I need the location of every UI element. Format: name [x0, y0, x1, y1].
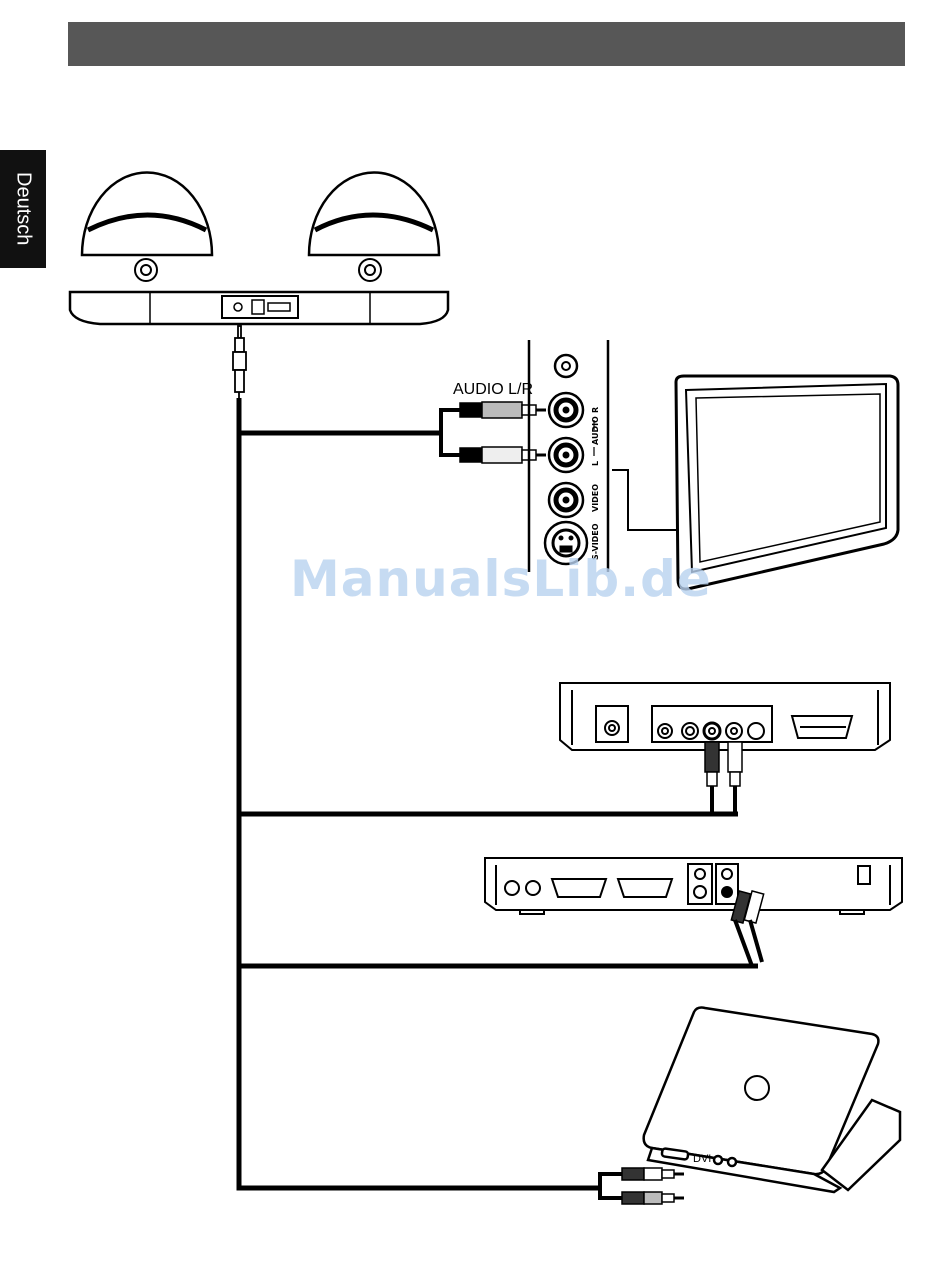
laptop [644, 1008, 900, 1193]
audio-jack-plug [233, 326, 246, 400]
audio-lr-label: AUDIO L/R [453, 381, 533, 398]
audio-label: AUDIO [591, 416, 600, 445]
receiver-rca-plugs [705, 742, 742, 812]
dvd-recorder [485, 858, 902, 914]
video-label: VIDEO [591, 484, 600, 512]
l-label: L [591, 461, 600, 466]
laptop-rca-plugs [600, 1168, 684, 1204]
dvi-label: DVI [693, 1153, 711, 1165]
r-label: R [591, 407, 600, 413]
tv-link-line [612, 470, 680, 530]
speaker-system [70, 172, 448, 324]
dvd-recorder-rca-plugs [731, 891, 763, 966]
rca-plug-white-body [460, 448, 482, 462]
rca-audio-plugs-tv [441, 410, 462, 455]
rca-plug-red-body [460, 403, 482, 417]
receiver-box [560, 683, 890, 750]
watermark: ManualsLib.de [290, 550, 712, 608]
